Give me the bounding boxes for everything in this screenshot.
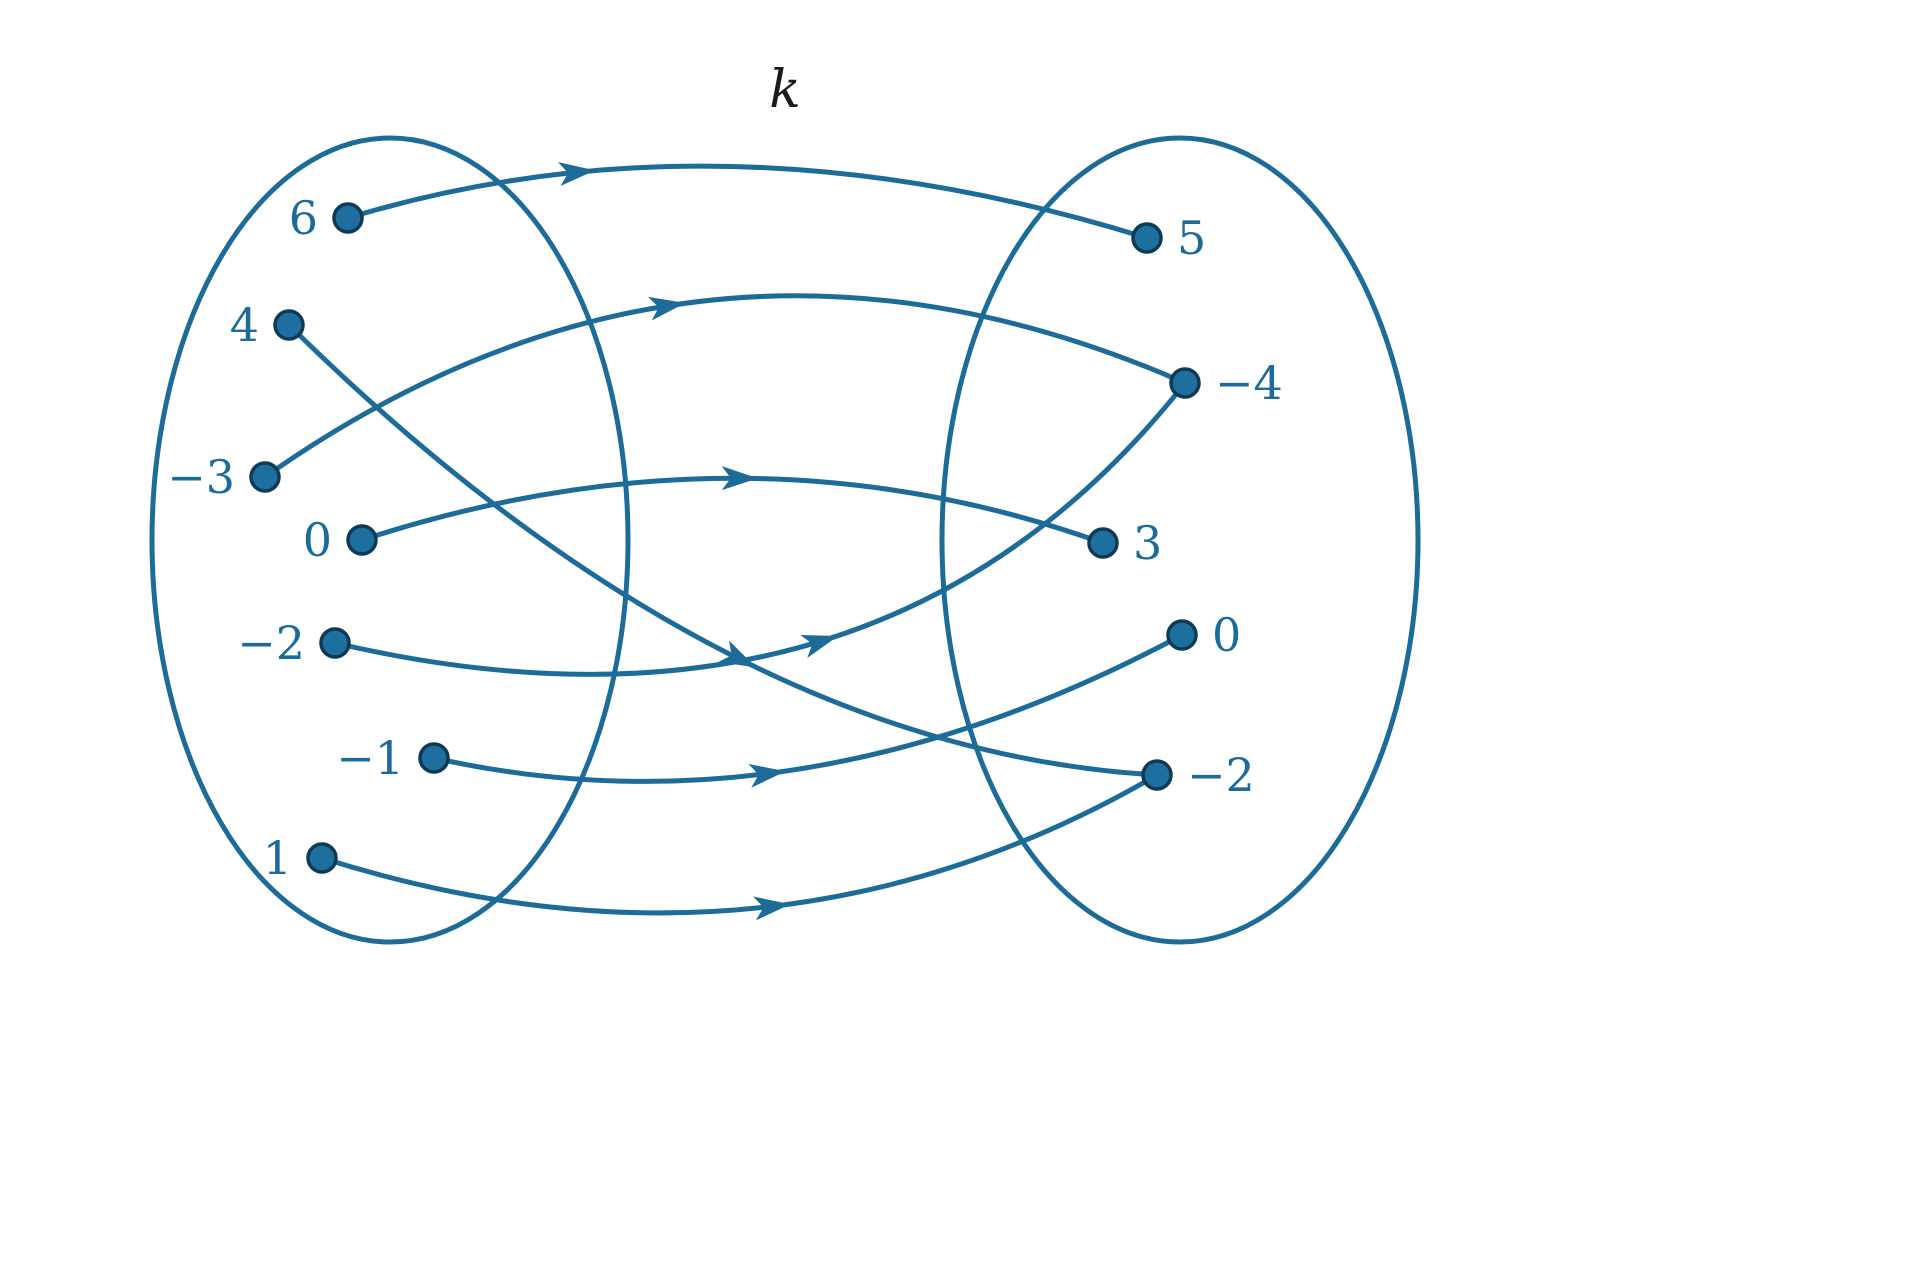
right-node-label-3: 3 xyxy=(1133,516,1162,570)
map-title: k xyxy=(769,60,801,120)
arrowhead--3-to--4 xyxy=(647,296,686,321)
left-node-6 xyxy=(332,202,364,234)
arrow-6-to-5 xyxy=(345,163,1150,241)
right-node-label-5: 5 xyxy=(1177,211,1206,265)
right-node-5 xyxy=(1131,222,1163,254)
left-node-label--3: −3 xyxy=(167,450,235,504)
arrowhead--1-to-0 xyxy=(748,763,786,788)
right-node-label--4: −4 xyxy=(1215,356,1283,410)
right-node-0 xyxy=(1166,619,1198,651)
left-node-label-1: 1 xyxy=(263,831,292,885)
arrow-4-to--2 xyxy=(286,322,1160,778)
arrowhead-6-to-5 xyxy=(558,162,596,186)
left-node-0 xyxy=(346,524,378,556)
left-node-label--2: −2 xyxy=(237,616,305,670)
left-node-label-0: 0 xyxy=(303,513,332,567)
right-node-label-0: 0 xyxy=(1212,608,1241,662)
left-node-4 xyxy=(273,309,305,341)
left-node-label--1: −1 xyxy=(336,731,404,785)
codomain-ellipse xyxy=(939,135,1421,945)
right-node-3 xyxy=(1087,527,1119,559)
arrowhead--2-to--4 xyxy=(800,634,839,658)
right-node--4 xyxy=(1169,367,1201,399)
arrowhead-0-to-3 xyxy=(721,466,758,491)
left-node-label-6: 6 xyxy=(289,191,318,245)
left-node-1 xyxy=(306,842,338,874)
arrowhead-1-to--2 xyxy=(753,896,791,921)
arrow--3-to--4 xyxy=(262,293,1188,480)
left-node--2 xyxy=(319,627,351,659)
arrow--1-to-0 xyxy=(431,632,1185,784)
arrow-1-to--2 xyxy=(319,772,1160,916)
left-node--3 xyxy=(249,461,281,493)
left-node-label-4: 4 xyxy=(230,298,259,352)
right-node--2 xyxy=(1141,759,1173,791)
left-node--1 xyxy=(418,742,450,774)
right-node-label--2: −2 xyxy=(1187,748,1255,802)
domain-ellipse xyxy=(149,135,631,945)
